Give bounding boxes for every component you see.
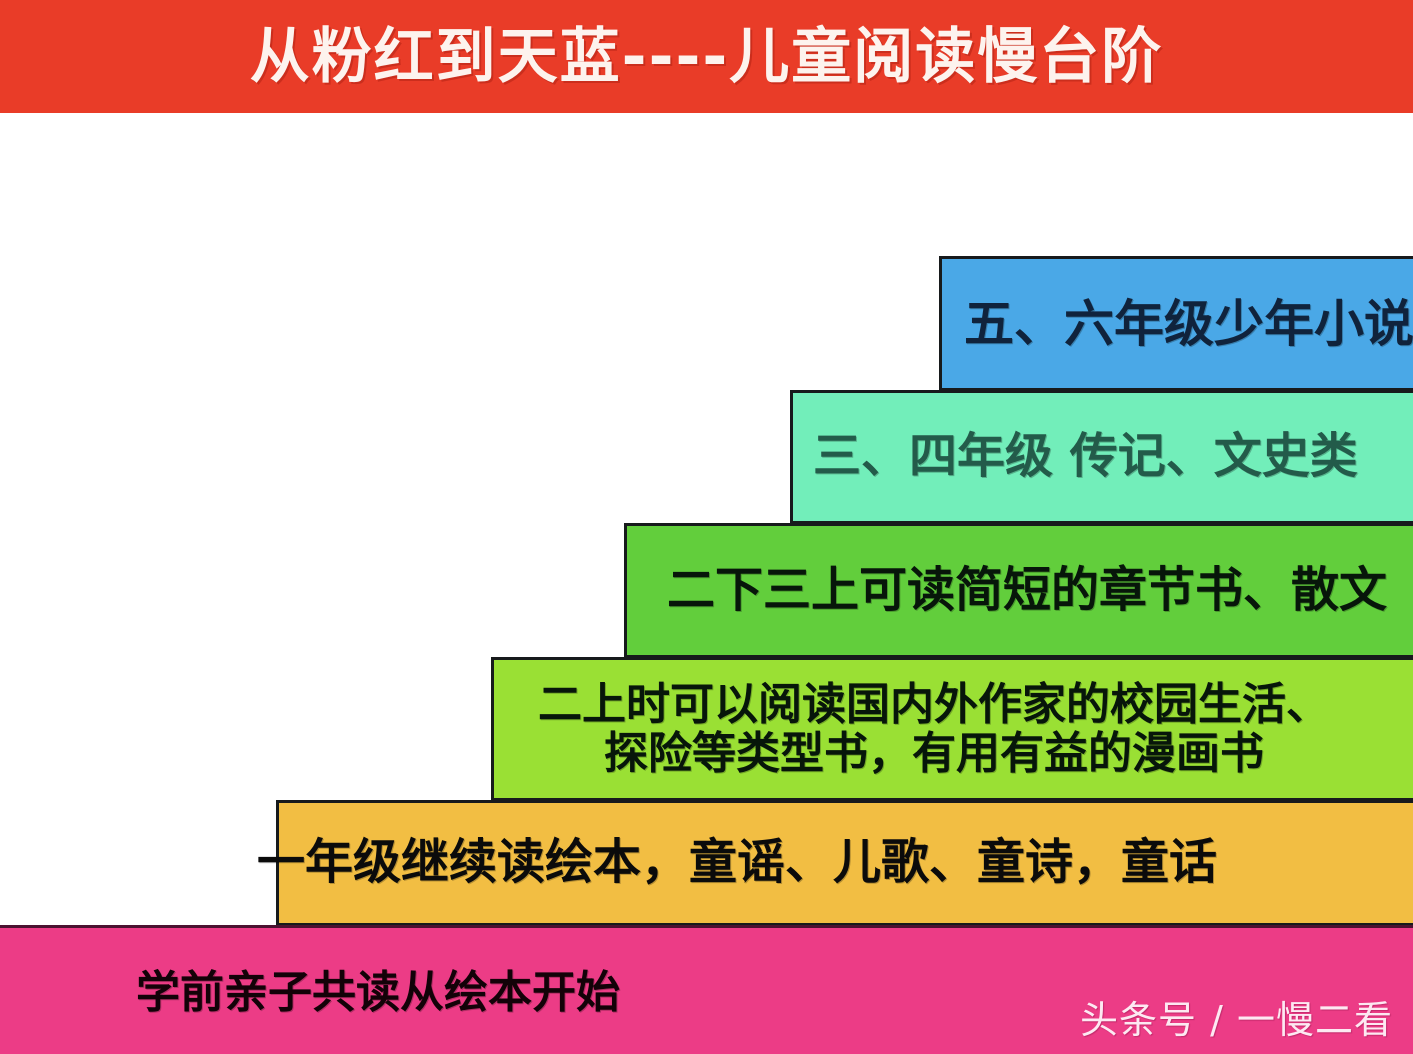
page-title: 从粉红到天蓝----儿童阅读慢台阶 <box>249 21 1164 92</box>
step-label-preschool: 学前亲子共读从绘本开始 <box>136 967 620 1019</box>
step-label-grade-2a-line2: 探险等类型书，有用有益的漫画书 <box>604 728 1264 779</box>
header-banner: 从粉红到天蓝----儿童阅读慢台阶 <box>0 0 1413 113</box>
step-grade-3-4: 三、四年级 传记、文史类 <box>790 390 1413 524</box>
step-label-grade-3-4: 三、四年级 传记、文史类 <box>813 428 1358 485</box>
step-grade-2a: 二上时可以阅读国内外作家的校园生活、 探险等类型书，有用有益的漫画书 <box>491 657 1413 801</box>
step-grade-5-6: 五、六年级少年小说 <box>939 256 1413 391</box>
step-label-grade-1: 一年级继续读绘本，童谣、儿歌、童诗，童话 <box>257 834 1218 891</box>
step-label-grade-2b-3a: 二下三上可读简短的章节书、散文 <box>667 561 1388 618</box>
watermark: 头条号 / 一慢二看 <box>1080 998 1393 1042</box>
step-grade-1: 一年级继续读绘本，童谣、儿歌、童诗，童话 <box>257 800 1413 926</box>
step-label-grade-5-6: 五、六年级少年小说 <box>964 294 1413 353</box>
step-preschool: 学前亲子共读从绘本开始 <box>0 925 1413 1054</box>
step-label-grade-2a-line1: 二上时可以阅读国内外作家的校园生活、 <box>538 678 1330 730</box>
step-label-grade-2a: 二上时可以阅读国内外作家的校园生活、 探险等类型书，有用有益的漫画书 <box>538 680 1330 779</box>
step-grade-2b-3a: 二下三上可读简短的章节书、散文 <box>624 523 1413 658</box>
